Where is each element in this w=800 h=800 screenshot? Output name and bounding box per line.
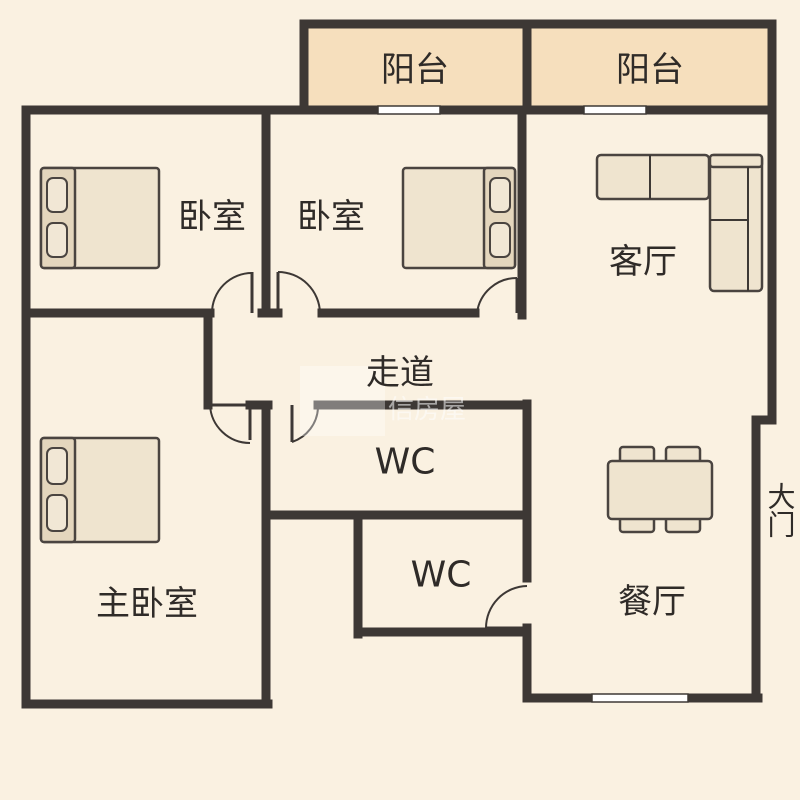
label-wc-lower: WC: [411, 555, 472, 596]
balcony-right-floor: [529, 25, 769, 110]
label-balcony-right: 阳台: [616, 50, 684, 90]
walls: [21, 19, 777, 709]
sofa-living-room: [595, 153, 764, 293]
doors: [209, 271, 528, 630]
door-bedroom-left[interactable]: [211, 272, 254, 314]
balcony-left-floor: [306, 25, 525, 110]
door-wc-upper[interactable]: [290, 405, 319, 443]
bed-master-bedroom: [39, 436, 161, 544]
label-living-room: 客厅: [609, 242, 677, 282]
label-bedroom-center: 卧室: [297, 197, 365, 237]
watermark: 信房屋: [300, 366, 466, 436]
door-bedroom-center[interactable]: [276, 271, 321, 314]
bed-bedroom-center: [401, 166, 517, 270]
label-master-bedroom: 主卧室: [96, 584, 198, 624]
room-labels: 阳台 阳台 卧室 卧室 客厅 走道 主卧室 WC WC 餐厅 大门: [96, 50, 797, 624]
watermark-text: 信房屋: [388, 395, 466, 425]
label-entrance: 大门: [764, 482, 797, 538]
door-master-bedroom[interactable]: [209, 403, 252, 445]
label-wc-upper: WC: [375, 442, 436, 483]
windows: [377, 105, 689, 703]
door-wc-lower[interactable]: [485, 585, 528, 630]
door-bedroom-center-right[interactable]: [476, 276, 519, 314]
bed-bedroom-left: [39, 166, 161, 270]
label-corridor: 走道: [366, 353, 434, 393]
dining-table: [606, 445, 714, 534]
label-balcony-left: 阳台: [381, 50, 449, 90]
label-dining-room: 餐厅: [618, 582, 686, 622]
label-bedroom-left: 卧室: [178, 197, 246, 237]
